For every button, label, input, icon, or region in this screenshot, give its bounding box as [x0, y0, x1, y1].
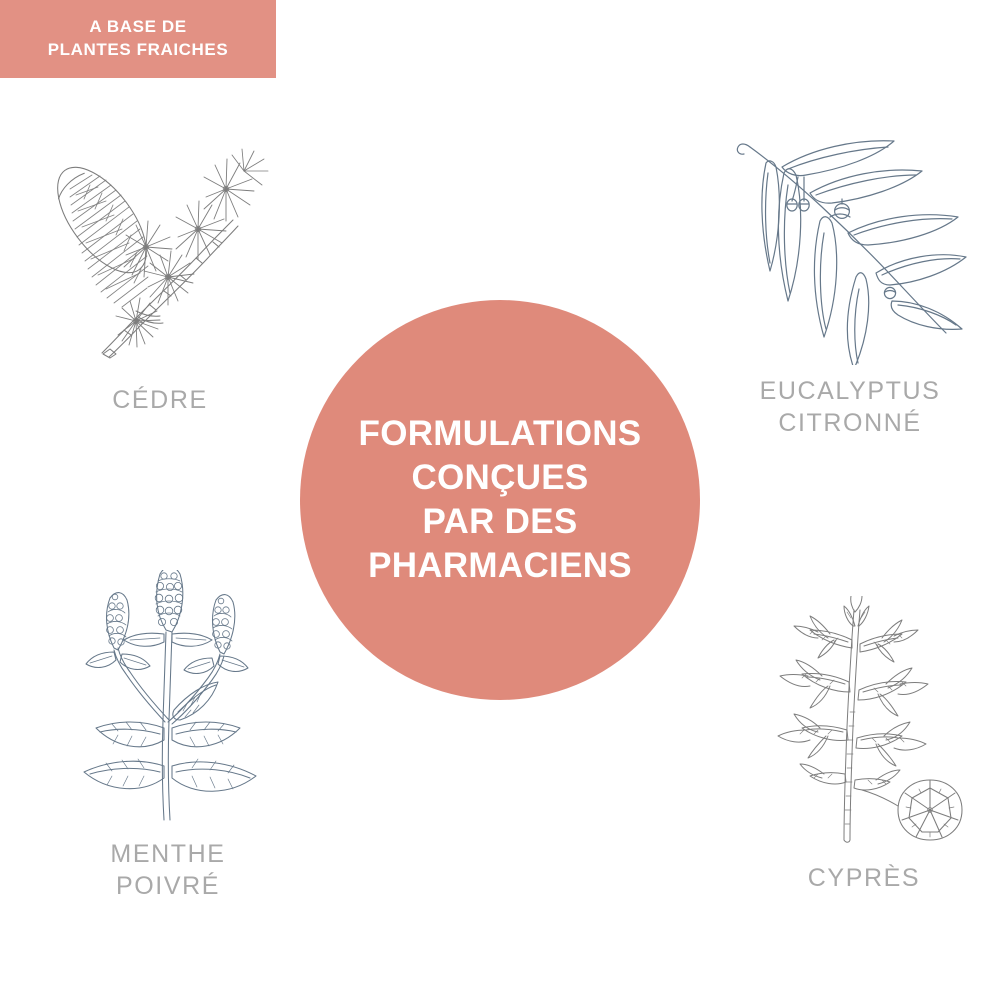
cypress-branch-icon: [777, 596, 963, 843]
badge-line-1: A BASE DE: [89, 17, 187, 37]
circle-line-1: FORMULATIONS: [358, 413, 642, 453]
plant-label-cedre: CÉDRE: [112, 386, 208, 414]
badge-banner: A BASE DE PLANTES FRAICHES: [0, 0, 276, 78]
peppermint-plant-icon: [83, 570, 257, 821]
plant-card-cypres: CYPRÈS: [752, 596, 976, 894]
plant-card-eucalyptus: EUCALYPTUS CITRONNÉ: [722, 125, 978, 439]
plant-card-menthe: MENTHE POIVRÉ: [48, 570, 288, 902]
plant-label-menthe: MENTHE POIVRÉ: [110, 840, 226, 900]
cedar-branch-icon: [57, 148, 269, 359]
center-circle-badge: FORMULATIONS CONÇUES PAR DES PHARMACIENS: [300, 300, 700, 700]
badge-line-2: PLANTES FRAICHES: [47, 40, 229, 59]
circle-line-4: PHARMACIENS: [368, 546, 632, 586]
circle-line-3: PAR DES: [422, 502, 578, 541]
circle-line-2: CONÇUES: [411, 457, 589, 497]
plant-label-eucalyptus: EUCALYPTUS CITRONNÉ: [759, 377, 941, 437]
plant-label-cypres: CYPRÈS: [807, 864, 921, 892]
plant-card-cedre: CÉDRE: [40, 125, 280, 416]
eucalyptus-branch-icon: [736, 140, 967, 365]
